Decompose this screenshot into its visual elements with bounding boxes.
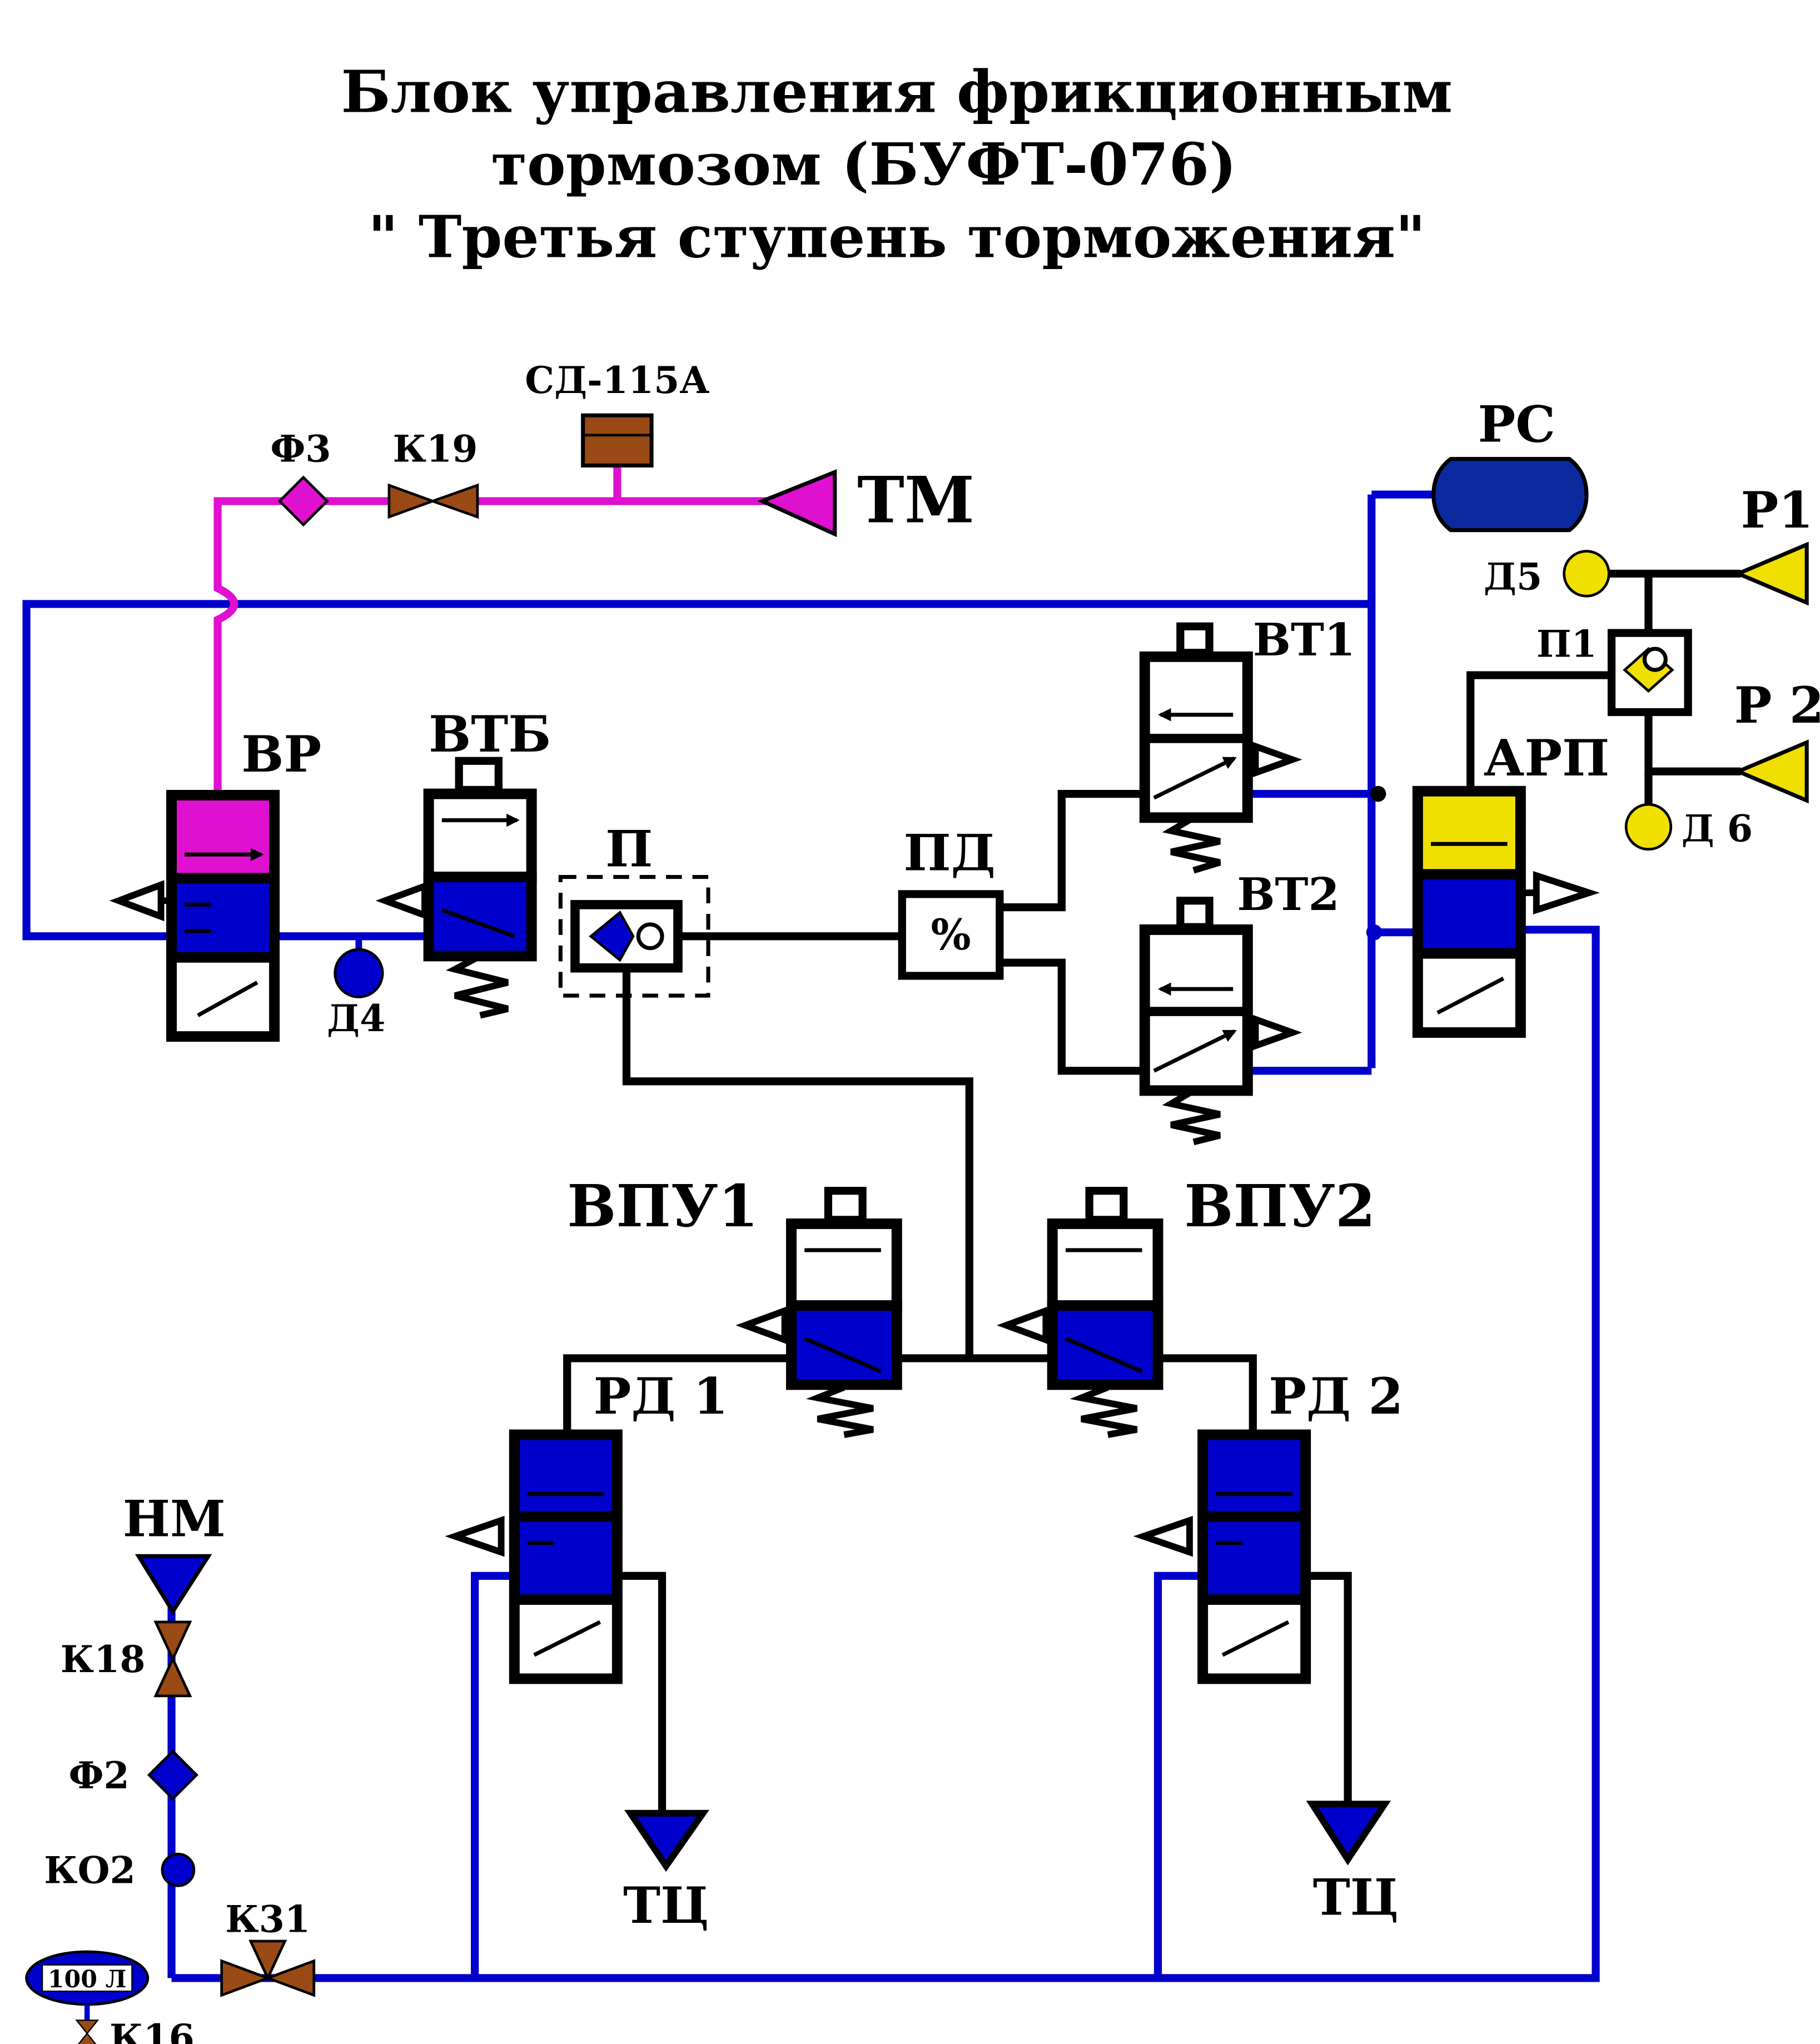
label-k16: К16 xyxy=(110,2016,195,2044)
valve-rd2 xyxy=(1133,1429,1311,1684)
reservoir-rs xyxy=(1431,456,1589,533)
label-d4: Д4 xyxy=(327,997,385,1040)
filter-f2 xyxy=(147,1749,198,1801)
label-vtb: ВТБ xyxy=(429,705,551,764)
magenta-pipe xyxy=(213,464,772,798)
sd115a-box xyxy=(581,413,654,468)
shuttle-valve-p xyxy=(558,874,710,998)
label-tc2: ТЦ xyxy=(1313,1868,1399,1927)
tm-connector xyxy=(757,469,837,538)
tc2-connector xyxy=(1306,1801,1391,1866)
label-vt2: ВТ2 xyxy=(1237,868,1339,921)
tc1-connector xyxy=(624,1809,709,1872)
label-p: П xyxy=(605,820,653,879)
valve-k19 xyxy=(387,483,479,519)
label-p1: П1 xyxy=(1536,622,1597,665)
label-k19: К19 xyxy=(393,427,478,470)
title-line2: тормозом (БУФТ-076) xyxy=(491,130,1236,198)
label-vpu2: ВПУ2 xyxy=(1184,1172,1375,1240)
label-r1: Р1 xyxy=(1741,481,1813,540)
label-rs: РС xyxy=(1478,395,1555,454)
shuttle-valve-p1 xyxy=(1607,629,1692,717)
label-nm: НМ xyxy=(123,1490,226,1549)
label-rd1: РД 1 xyxy=(594,1367,728,1426)
check-valve-ko2 xyxy=(161,1853,196,1887)
label-k31: К31 xyxy=(225,1897,310,1941)
label-tank: 100 Л xyxy=(48,1966,127,1993)
valve-vr xyxy=(109,789,280,1042)
label-vr: ВР xyxy=(241,725,321,784)
labels: СД-115А Ф3 К19 ТМ РС Р1 Д5 П1 Р 2 АРП Д … xyxy=(44,359,1820,2044)
sensor-d6 xyxy=(1624,803,1673,851)
valve-k16 xyxy=(75,2004,100,2044)
label-arp: АРП xyxy=(1484,729,1609,788)
black-pipes xyxy=(563,569,1741,1820)
connector-r2 xyxy=(1733,739,1809,804)
label-r2: Р 2 xyxy=(1734,676,1820,735)
title-line3: " Третья ступень торможения" xyxy=(368,203,1426,271)
sensor-d4 xyxy=(334,948,384,998)
label-d6: Д 6 xyxy=(1682,807,1753,851)
label-f2: Ф2 xyxy=(68,1754,129,1797)
valve-vpu2 xyxy=(996,1187,1163,1438)
label-k18: К18 xyxy=(61,1638,146,1681)
label-tc1: ТЦ xyxy=(623,1876,709,1935)
valve-vt1 xyxy=(1139,622,1302,874)
valve-k18 xyxy=(153,1620,192,1698)
label-rd2: РД 2 xyxy=(1269,1367,1403,1426)
valve-vt2 xyxy=(1139,897,1302,1146)
label-vpu1: ВПУ1 xyxy=(567,1172,758,1240)
pipe-top-loop xyxy=(22,600,1372,941)
label-sd115a: СД-115А xyxy=(525,359,709,402)
label-d5: Д5 xyxy=(1484,555,1542,598)
valve-k31 xyxy=(220,1939,316,1997)
title-line1: Блок управления фрикционным xyxy=(341,58,1453,126)
pd-symbol: % xyxy=(931,910,971,959)
valve-rd1 xyxy=(445,1429,623,1684)
pipe-main-bottom xyxy=(171,926,1600,1982)
label-tm: ТМ xyxy=(857,462,974,537)
valve-vtb xyxy=(375,757,537,1019)
label-pd: ПД xyxy=(904,824,996,883)
nm-connector xyxy=(135,1554,212,1615)
sensor-d5 xyxy=(1563,550,1610,598)
filter-f3 xyxy=(277,475,329,527)
valve-arp xyxy=(1412,785,1600,1038)
valve-vpu1 xyxy=(735,1187,902,1438)
label-vt1: ВТ1 xyxy=(1253,614,1355,667)
connector-r1 xyxy=(1733,541,1809,606)
label-ko2: КО2 xyxy=(44,1849,135,1892)
pd-box xyxy=(898,890,1004,980)
label-f3: Ф3 xyxy=(270,427,331,470)
